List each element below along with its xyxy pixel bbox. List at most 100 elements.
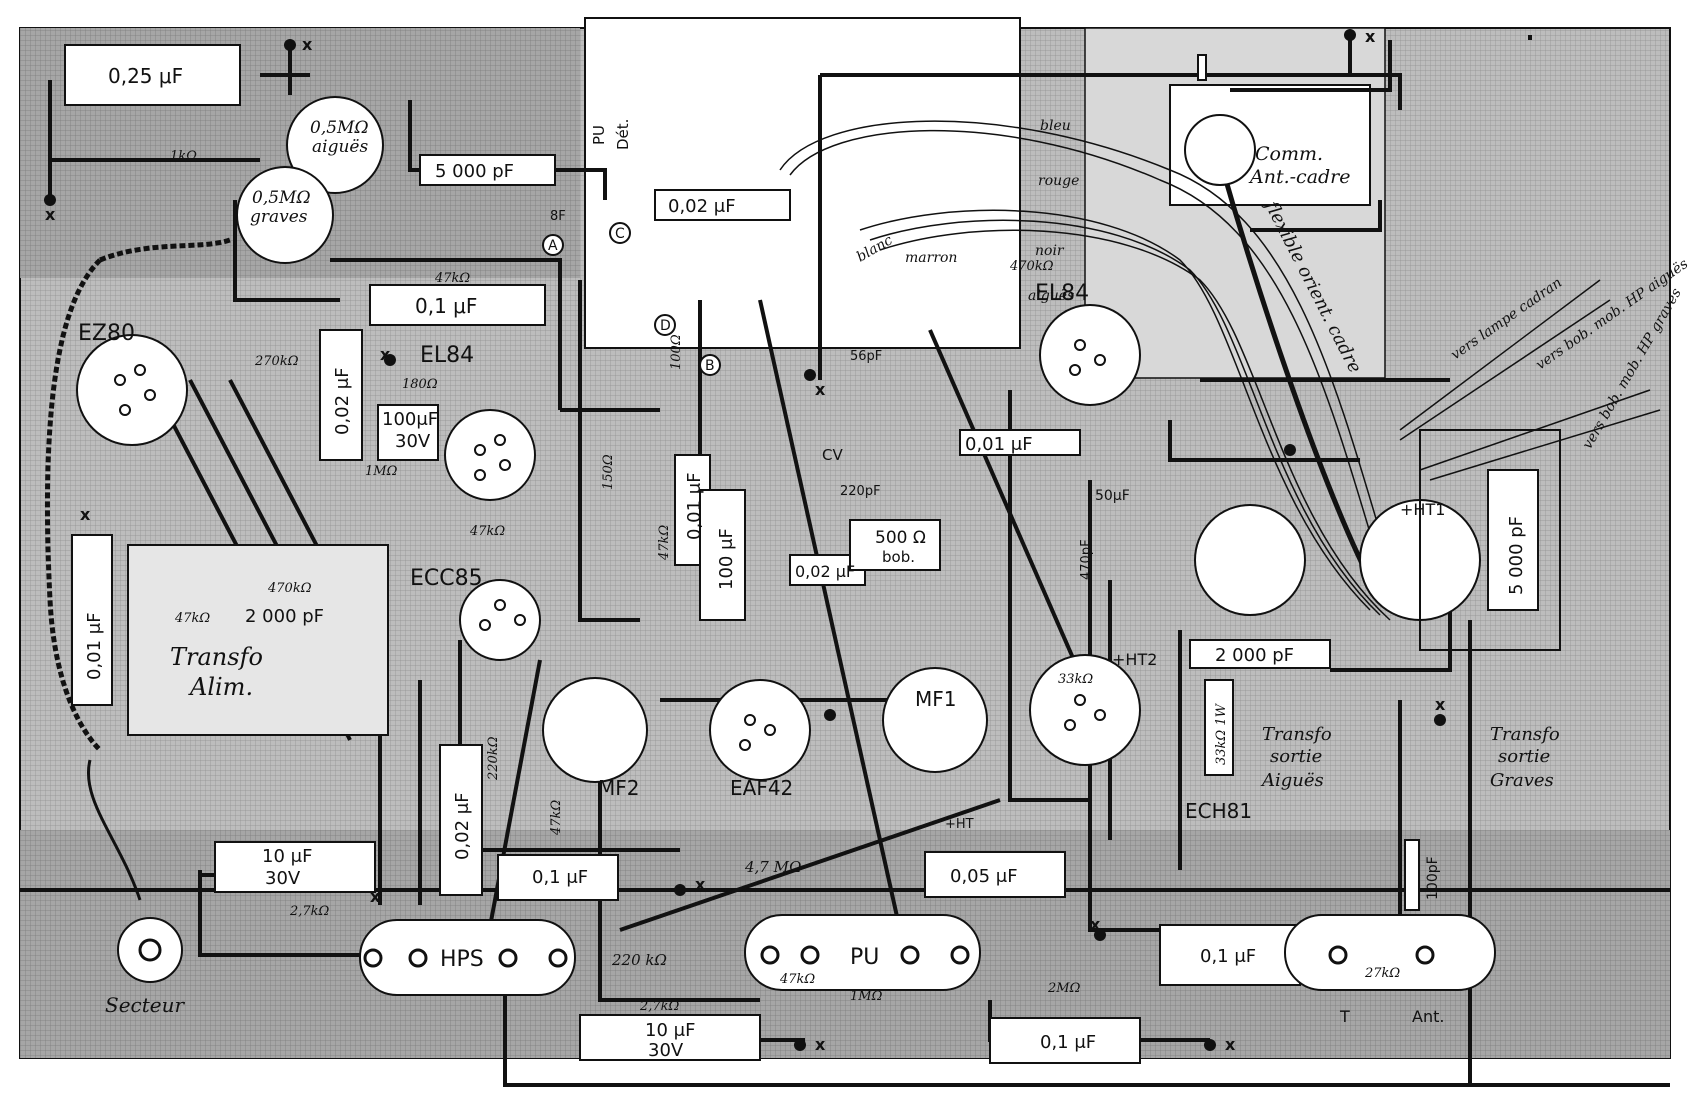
component-bodies	[64, 44, 1561, 1064]
circled-markers: A C D B	[542, 222, 721, 376]
res-47k-vert: 47kΩ	[549, 800, 564, 836]
cap-0-1uf-upper: 0,1 μF	[415, 294, 477, 318]
x-mark: x	[815, 1035, 826, 1054]
marker-b: B	[705, 358, 715, 374]
cap-0-02uf-mid: 0,02 μF	[795, 562, 855, 581]
cap-10uf-left-line1: 10 μF	[262, 846, 312, 867]
tube-pins	[114, 339, 1106, 751]
secteur-plug	[117, 917, 183, 983]
transformer-labels: Transfo Alim. Transfo sortie Aiguës Tran…	[170, 643, 1560, 791]
cap-8pf: 8F	[550, 209, 566, 224]
cap-2000pf-right: 2 000 pF	[1215, 645, 1294, 666]
cap-0-02uf-bottom: 0,02 μF	[452, 792, 473, 860]
comm-label-2: Ant.-cadre	[1248, 166, 1351, 188]
socket-holes	[363, 945, 1435, 968]
pot-aigues-name: aiguës	[312, 137, 368, 157]
x-mark: x	[302, 35, 313, 54]
cap-0-01uf-left: 0,01 μF	[84, 612, 105, 680]
cap-5000pf-top: 5 000 pF	[435, 161, 514, 182]
cap-10uf-bottom-line2: 30V	[648, 1040, 684, 1061]
cap-10uf-left-line2: 30V	[265, 868, 301, 889]
ht-label: +HT	[945, 817, 974, 832]
potentiometers	[236, 96, 384, 264]
el84-right-label: EL84	[1035, 281, 1089, 306]
res-47k-pu: 47kΩ	[779, 972, 815, 987]
mf1-label: MF1	[915, 687, 956, 711]
mf2-label: MF2	[598, 776, 639, 800]
cv-label: CV	[822, 446, 843, 464]
t-label: T	[1339, 1007, 1350, 1026]
x-mark: x	[370, 887, 381, 906]
cap-220pf: 220pF	[840, 484, 881, 499]
marker-c: C	[615, 226, 625, 242]
secteur-label: Secteur	[105, 993, 185, 1017]
pot-graves-value: 0,5MΩ	[252, 188, 311, 208]
transfo-alim-line1: Transfo	[170, 643, 263, 671]
ht1-label: +HT1	[1400, 500, 1445, 519]
res-33k-1w: 33kΩ 1W	[1214, 702, 1229, 765]
res-470k-left: 470kΩ	[267, 581, 312, 596]
x-mark: x	[1365, 27, 1376, 46]
cap-100uf-line2: 30V	[395, 431, 431, 452]
res-2m: 2MΩ	[1047, 981, 1081, 996]
res-180: 180Ω	[402, 377, 438, 392]
x-mark: x	[1090, 915, 1101, 934]
transfo-graves-line3: Graves	[1490, 770, 1554, 791]
res-470k-right: 470kΩ	[1009, 259, 1054, 274]
res-100: 100Ω	[669, 334, 684, 370]
cap-0-02uf-top: 0,02 μF	[668, 196, 736, 217]
pu-socket-label: PU	[850, 945, 879, 970]
pot-graves-name: graves	[250, 207, 308, 227]
cap-100pf: 100pF	[1425, 856, 1441, 900]
flexible-wires	[44, 120, 1661, 901]
transfo-graves-line1: Transfo	[1490, 724, 1560, 745]
pot-labels: 0,5MΩ aiguës 0,5MΩ graves	[250, 118, 369, 227]
x-mark: x	[80, 505, 91, 524]
pu-det-pu: PU	[590, 125, 608, 145]
cap-100uf-mid: 100 μF	[716, 528, 737, 590]
res-47k-top: 47kΩ	[434, 271, 470, 286]
aigues-small-label: aiguës	[1028, 288, 1074, 304]
res-500-sub: bob.	[882, 548, 915, 566]
tube-sockets	[76, 114, 1481, 783]
cap-56pf: 56pF	[850, 349, 882, 364]
res-47k-mid: 47kΩ	[657, 525, 672, 561]
res-220k-bottom: 220 kΩ	[611, 951, 667, 969]
cap-0-1uf-bottom-mid: 0,1 μF	[532, 867, 588, 888]
eaf42-label: EAF42	[730, 776, 793, 800]
junction-dots	[44, 29, 1446, 1051]
wire-noir: noir	[1035, 243, 1065, 259]
tube-labels: EZ80 EL84 EL84 ECC85 EAF42 ECH81 MF1 MF2	[78, 281, 1252, 823]
x-mark: x	[380, 345, 391, 364]
cap-0-01uf-right: 0,01 μF	[965, 434, 1033, 455]
cap-470pf: 470pF	[1079, 539, 1094, 580]
resistor-labels: 1kΩ 47kΩ 270kΩ 180Ω 1MΩ 470kΩ 47kΩ 47kΩ …	[170, 149, 1400, 1014]
cap-0-1uf-far-right: 0,1 μF	[1200, 946, 1256, 967]
x-mark: x	[695, 875, 706, 894]
pu-det-det: Dét.	[614, 119, 632, 150]
wire-bleu: bleu	[1040, 118, 1071, 134]
socket-boards	[359, 914, 1496, 996]
res-2-7k-left: 2,7kΩ	[289, 904, 330, 919]
cap-2000pf-left: 2 000 pF	[245, 606, 324, 627]
res-1m-pu: 1MΩ	[850, 989, 883, 1004]
res-47k-left: 47kΩ	[174, 611, 210, 626]
x-mark: x	[815, 380, 826, 399]
cap-0-05uf: 0,05 μF	[950, 866, 1018, 887]
res-1k: 1kΩ	[170, 149, 197, 164]
hps-label: HPS	[440, 947, 484, 972]
res-4-7m: 4,7 MΩ	[744, 858, 801, 876]
x-mark: x	[45, 205, 56, 224]
cap-0-02uf-vert: 0,02 μF	[332, 367, 353, 435]
comm-label-1: Comm.	[1255, 143, 1323, 165]
res-270k: 270kΩ	[254, 354, 299, 369]
transfo-aigues-line3: Aiguës	[1260, 770, 1324, 791]
el84-left-label: EL84	[420, 343, 474, 368]
cap-10uf-bottom-line1: 10 μF	[645, 1020, 695, 1041]
ecc85-label: ECC85	[410, 566, 483, 591]
res-150: 150Ω	[601, 454, 616, 490]
marker-a: A	[548, 238, 558, 254]
transfo-alim-line2: Alim.	[188, 673, 253, 701]
x-mark: x	[1225, 1035, 1236, 1054]
